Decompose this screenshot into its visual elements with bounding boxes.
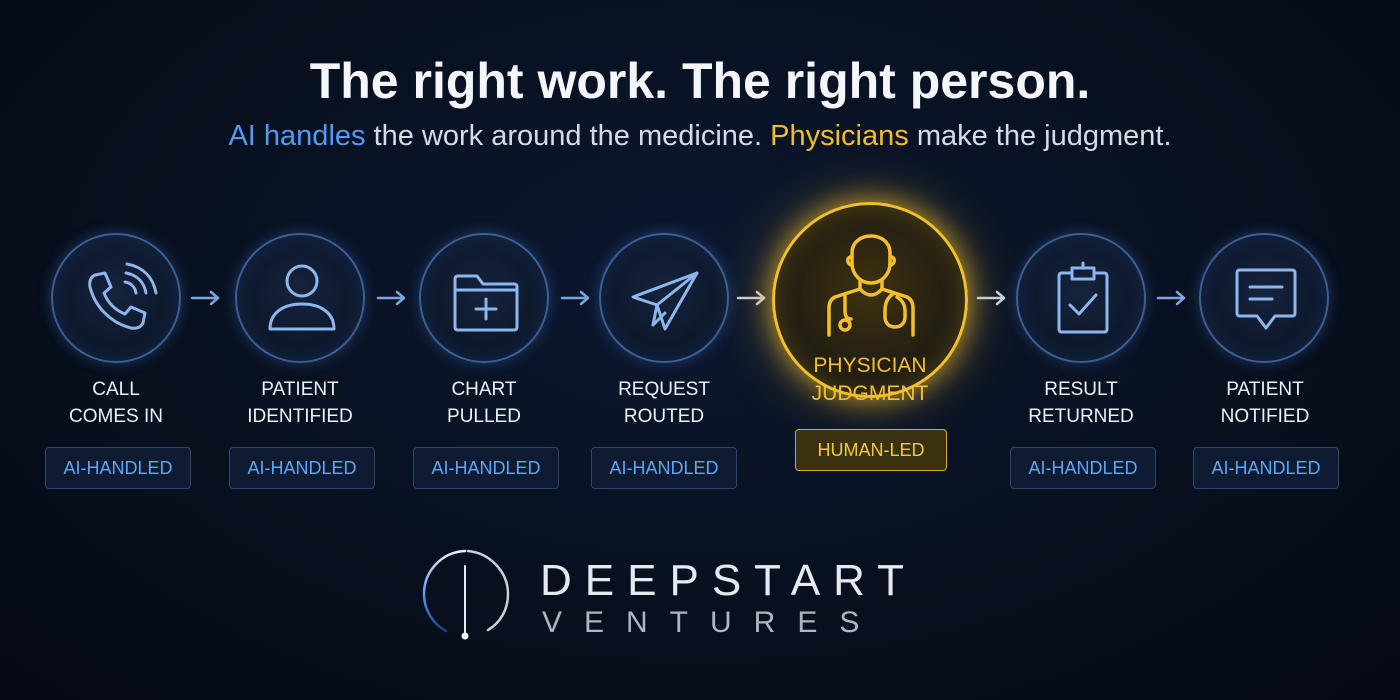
status-badge-ai-handled: AI-HANDLED xyxy=(1193,447,1339,489)
step-label-line1: REQUEST xyxy=(618,379,710,400)
step-label-line2: ROUTED xyxy=(623,406,705,427)
step-label-line2: JUDGMENT xyxy=(811,382,929,405)
step-label-line1: PHYSICIAN xyxy=(813,354,927,377)
page-subtitle: AI handles the work around the medicine.… xyxy=(0,120,1400,153)
status-badge-ai-handled: AI-HANDLED xyxy=(413,447,559,489)
status-badge-ai-handled: AI-HANDLED xyxy=(229,447,375,489)
step-label-line2: PULLED xyxy=(447,406,521,427)
step-circle xyxy=(1199,233,1329,363)
step-label-line1: RESULT xyxy=(1044,379,1118,400)
step-label-line1: PATIENT xyxy=(261,379,339,400)
step-label-line2: IDENTIFIED xyxy=(247,406,353,427)
step-label-highlighted: PHYSICIAN JUDGMENT xyxy=(770,352,970,408)
step-label-line1: PATIENT xyxy=(1226,379,1304,400)
arrow-right-icon xyxy=(376,290,406,306)
step-label-line2: RETURNED xyxy=(1028,406,1134,427)
step-label-line2: NOTIFIED xyxy=(1220,406,1310,427)
paper-plane-icon xyxy=(631,271,699,331)
step-label: REQUEST ROUTED xyxy=(564,376,764,430)
arrow-right-icon xyxy=(976,290,1006,306)
page-title: The right work. The right person. xyxy=(309,53,1091,109)
folder-plus-icon xyxy=(453,274,519,332)
logo-mark-icon xyxy=(422,549,510,640)
step-label: PATIENT NOTIFIED xyxy=(1165,376,1365,430)
step-circle xyxy=(51,233,181,363)
subtitle-physicians-highlight: Physicians xyxy=(770,120,909,152)
step-circle xyxy=(599,233,729,363)
status-badge-ai-handled: AI-HANDLED xyxy=(45,447,191,489)
arrow-right-icon xyxy=(560,290,590,306)
step-label: CHART PULLED xyxy=(384,376,584,430)
arrow-right-icon xyxy=(190,290,220,306)
step-label: RESULT RETURNED xyxy=(981,376,1181,430)
clipboard-check-icon xyxy=(1057,261,1109,334)
subtitle-middle: the work around the medicine. xyxy=(365,120,771,152)
step-circle xyxy=(235,233,365,363)
step-label: CALL COMES IN xyxy=(16,376,216,430)
arrow-right-icon xyxy=(736,290,766,306)
subtitle-ai-highlight: AI handles xyxy=(228,120,366,152)
logo-wordmark-bottom: VENTURES xyxy=(542,606,882,639)
step-label-line1: CHART xyxy=(451,379,517,400)
step-label-line1: CALL xyxy=(92,379,140,400)
doctor-icon xyxy=(827,234,915,337)
logo-wordmark-top: DEEPSTART xyxy=(540,556,917,605)
step-label-line2: COMES IN xyxy=(69,406,163,427)
step-circle xyxy=(1016,233,1146,363)
step-circle xyxy=(419,233,549,363)
arrow-right-icon xyxy=(1156,290,1186,306)
step-label: PATIENT IDENTIFIED xyxy=(200,376,400,430)
phone-icon xyxy=(88,262,158,330)
subtitle-end: make the judgment. xyxy=(908,120,1172,152)
person-icon xyxy=(268,264,336,331)
message-icon xyxy=(1235,268,1297,330)
status-badge-human-led: HUMAN-LED xyxy=(795,429,947,471)
status-badge-ai-handled: AI-HANDLED xyxy=(591,447,737,489)
step-circle-highlighted xyxy=(772,202,968,398)
status-badge-ai-handled: AI-HANDLED xyxy=(1010,447,1156,489)
